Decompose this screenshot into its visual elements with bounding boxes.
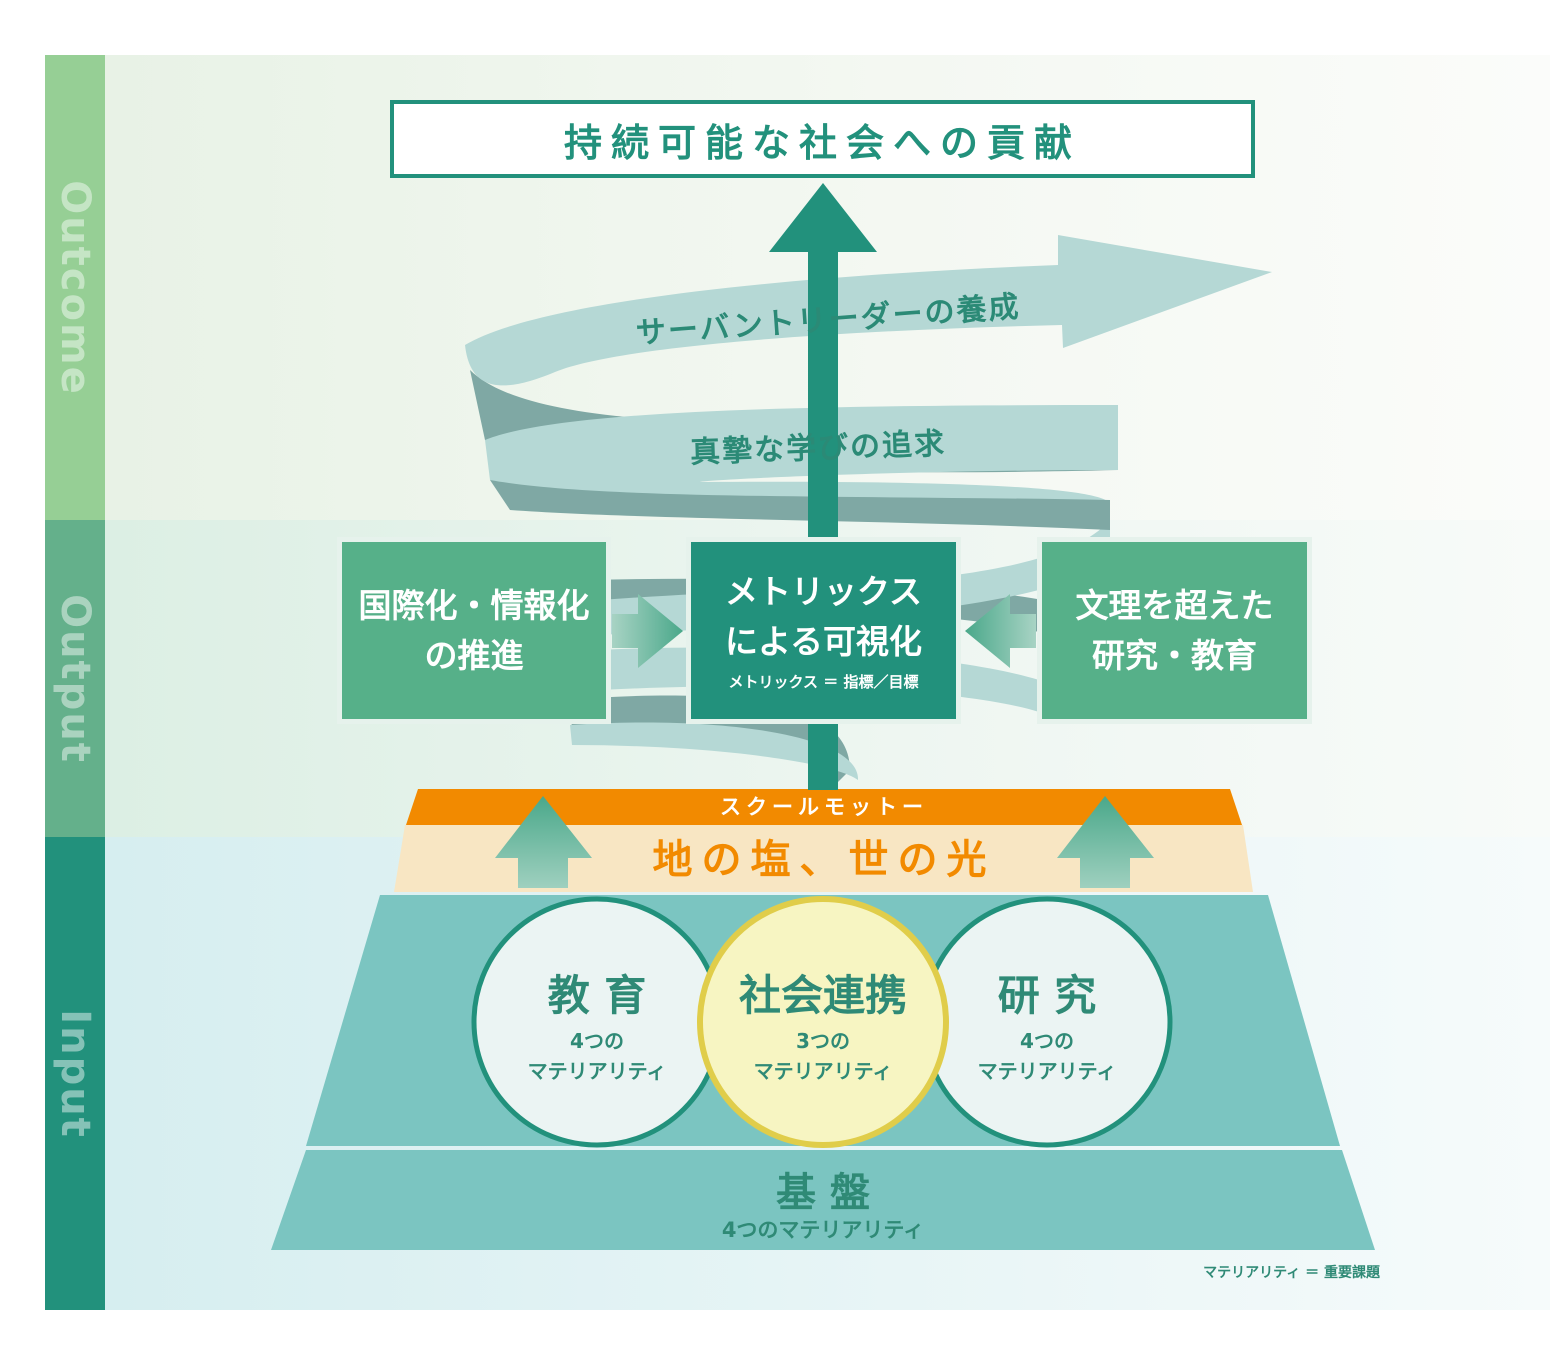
output-center-line2: による可視化: [724, 621, 922, 661]
outcome-band: [45, 55, 105, 520]
education-count: 4つの: [570, 1029, 624, 1053]
footnote: マテリアリティ ＝ 重要課題: [1203, 1265, 1380, 1281]
foundation-trapezoid: [271, 1150, 1375, 1250]
education-sub: マテリアリティ: [527, 1059, 667, 1083]
output-right-line2: 研究・教育: [1092, 635, 1257, 675]
output-box-interdisciplinary: 文理を超えた 研究・教育: [1037, 537, 1312, 724]
ribbon-light-top: [465, 235, 1272, 386]
research-sub: マテリアリティ: [977, 1059, 1117, 1083]
education-title: 教 育: [547, 971, 647, 1020]
motto-up-arrow-left: [495, 796, 592, 888]
top-goal-text: 持続可能な社会への貢献: [563, 120, 1081, 165]
output-center-note: メトリックス ＝ 指標／目標: [728, 672, 919, 691]
input-band: [45, 837, 105, 1310]
output-box-metrics: メトリックス による可視化 メトリックス ＝ 指標／目標: [686, 537, 961, 724]
research-title: 研 究: [997, 971, 1097, 1020]
motto-label: スクールモットー: [720, 795, 928, 819]
ribbon-dark-lower: [490, 480, 1110, 530]
motto-text: 地の塩、世の光: [652, 837, 996, 883]
central-arrow-head: [769, 183, 877, 252]
foundation-sub: 4つのマテリアリティ: [721, 1218, 925, 1242]
motto-orange-band: [406, 789, 1242, 825]
social-count: 3つの: [796, 1029, 850, 1053]
output-center-line1: メトリックス: [724, 571, 922, 611]
social-sub: マテリアリティ: [753, 1059, 893, 1083]
output-band: [45, 520, 105, 837]
output-left-line2: の推進: [424, 635, 524, 675]
social-title: 社会連携: [738, 971, 907, 1020]
motto-up-arrow-right: [1057, 796, 1154, 888]
circle-social: [697, 896, 949, 1148]
foundation-title: 基 盤: [776, 1170, 870, 1216]
output-right-line1: 文理を超えた: [1075, 585, 1274, 625]
ribbon-light-middle: [485, 405, 1118, 507]
motto-cream-band: [394, 825, 1253, 892]
output-left-line1: 国際化・情報化: [358, 585, 590, 625]
ribbon-light-low: [570, 722, 859, 780]
research-count: 4つの: [1020, 1029, 1074, 1053]
arrow-into-metrics-right: [965, 594, 1036, 668]
output-box-internationalization: 国際化・情報化 の推進: [337, 537, 611, 724]
arrow-into-metrics-left: [612, 594, 683, 668]
top-goal-box: 持続可能な社会への貢献: [390, 100, 1255, 178]
